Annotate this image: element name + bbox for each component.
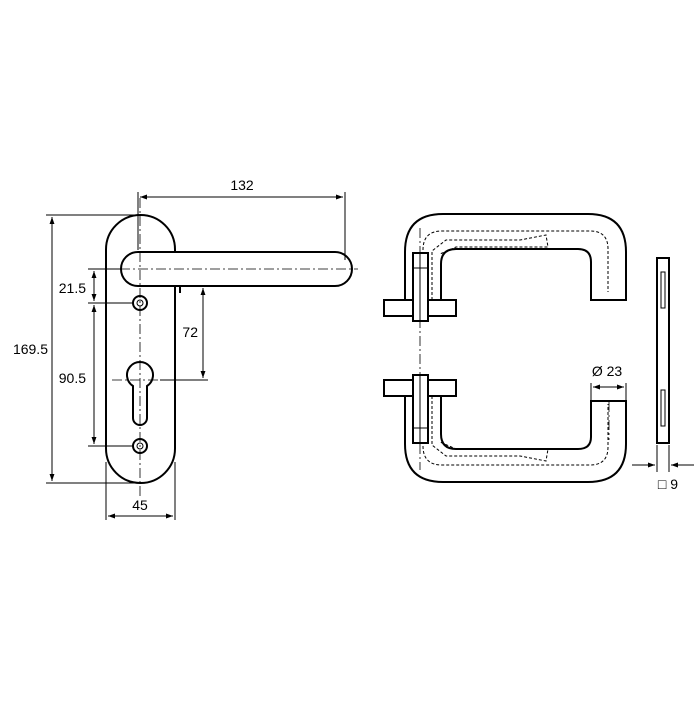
- lower-u-handle: [404, 396, 627, 483]
- lower-handle-hidden-insert: [431, 396, 549, 462]
- dim-handle-length: 132: [230, 177, 254, 193]
- lower-handle-hidden-core: [422, 396, 609, 466]
- back-plate: [105, 214, 176, 484]
- side-plate: [656, 257, 670, 444]
- dim-spindle-square: □ 9: [658, 476, 678, 492]
- side-view: [632, 257, 694, 472]
- dim-plate-width: 45: [132, 497, 148, 513]
- front-view: [105, 198, 358, 498]
- side-plate-recess-bottom: [660, 389, 666, 427]
- dim-screw-spacing: 90.5: [59, 370, 86, 386]
- dim-plate-height: 169.5: [13, 341, 48, 357]
- cylinder-keyhole: [126, 361, 154, 426]
- front-view-dimensions: [46, 192, 346, 520]
- top-view: [383, 213, 627, 483]
- upper-handle-hidden-insert: [431, 234, 549, 300]
- dim-handle-to-cylinder: 72: [182, 324, 198, 340]
- upper-u-handle: [404, 213, 627, 301]
- dim-top-screw-offset: 21.5: [59, 280, 86, 296]
- upper-handle-hidden-core: [422, 230, 609, 300]
- dim-grip-diameter: Ø 23: [592, 363, 623, 379]
- side-plate-recess-top: [660, 271, 666, 309]
